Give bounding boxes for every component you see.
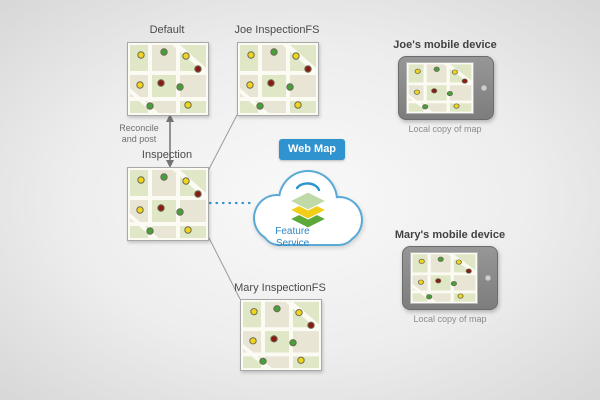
map-thumbnail-joe: [237, 42, 319, 116]
map-thumbnail-inspection: [127, 167, 209, 241]
swoosh-icon: [295, 182, 321, 192]
feature-service-label: Feature Service: [250, 226, 335, 250]
map-thumbnail-default: [127, 42, 209, 116]
label-joe-inspectionfs: Joe InspectionFS: [234, 24, 320, 36]
tablet-camera-dot: [485, 275, 491, 281]
map-icon: [128, 43, 208, 115]
mary-tablet: [402, 246, 498, 310]
map-icon: [411, 253, 477, 303]
tablet-camera-dot: [481, 85, 487, 91]
feature-service-line2: Service: [275, 238, 310, 249]
cloud-icon: [253, 170, 363, 246]
layers-icon: [288, 191, 328, 229]
map-thumbnail-mary: [240, 299, 322, 371]
joe-tablet: [398, 56, 494, 120]
label-mary-inspectionfs: Mary InspectionFS: [234, 282, 326, 294]
joe-tablet-screen: [406, 62, 474, 114]
sync-label-line2: and post: [121, 134, 157, 144]
label-inspection: Inspection: [141, 149, 193, 161]
sync-label: Reconcile and post: [114, 123, 164, 145]
label-default: Default: [149, 24, 185, 36]
map-icon: [238, 43, 318, 115]
feature-service-line1: Feature: [275, 226, 310, 237]
joe-device-title: Joe's mobile device: [393, 39, 497, 51]
mary-device-title: Mary's mobile device: [394, 229, 506, 241]
mary-tablet-screen: [410, 252, 478, 304]
web-map-badge: Web Map: [279, 139, 345, 160]
connector-joe-line: [207, 114, 238, 172]
joe-device-caption: Local copy of map: [408, 124, 482, 134]
map-icon: [407, 63, 473, 113]
sync-label-line1: Reconcile: [119, 123, 159, 133]
mary-device-caption: Local copy of map: [413, 314, 487, 324]
feature-service-cloud: [245, 160, 370, 260]
map-icon: [128, 168, 208, 240]
map-icon: [241, 300, 321, 370]
